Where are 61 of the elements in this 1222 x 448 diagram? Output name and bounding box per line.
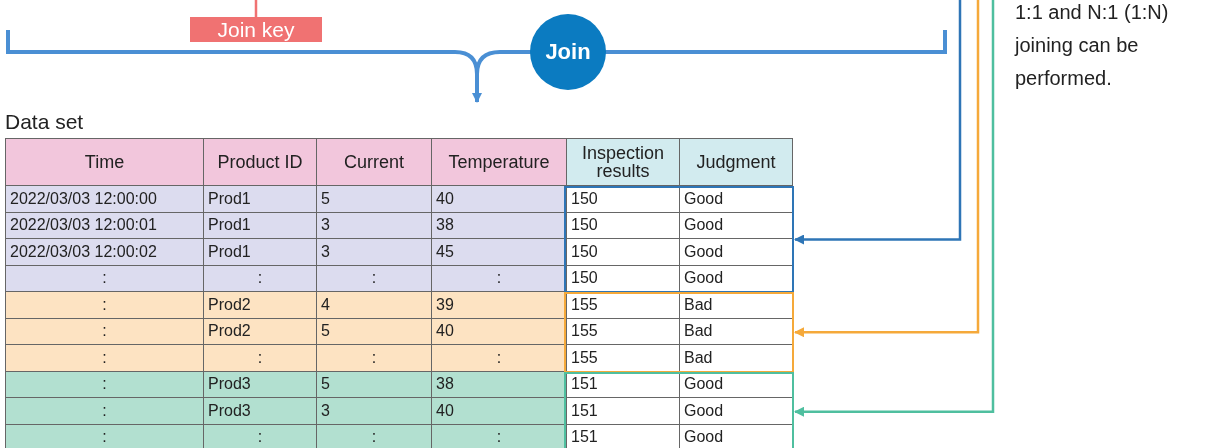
table-cell: :	[5, 424, 204, 448]
header-cell: Temperature	[431, 138, 567, 186]
key-tag: Join key	[190, 17, 322, 42]
arrow	[794, 0, 962, 245]
table-cell: Prod2	[203, 291, 317, 318]
table-cell: :	[5, 371, 204, 398]
table-cell: 3	[316, 238, 432, 265]
header-cell: Product ID	[203, 138, 317, 186]
table-cell: 38	[431, 371, 567, 398]
table-cell: 40	[431, 318, 567, 345]
table-cell: 4	[316, 291, 432, 318]
arrow	[472, 50, 530, 103]
table-cell: :	[203, 424, 317, 448]
table-cell: Good	[679, 212, 793, 239]
table-cell: 3	[316, 397, 432, 424]
table-cell: Prod3	[203, 397, 317, 424]
table-cell: 150	[566, 212, 680, 239]
table-cell: Prod1	[203, 185, 317, 212]
table-cell: Good	[679, 424, 793, 448]
table-cell: 38	[431, 212, 567, 239]
table-cell: 5	[316, 371, 432, 398]
table-cell: 150	[566, 238, 680, 265]
table-cell: :	[316, 424, 432, 448]
table-cell: Prod3	[203, 371, 317, 398]
table-cell: :	[5, 344, 204, 371]
table-cell: 2022/03/03 12:00:02	[5, 238, 204, 265]
note-text: 1:1 and N:1 (1:N) joining can be performed.	[1015, 0, 1170, 91]
highlight-frame	[564, 292, 794, 373]
table-cell: :	[5, 291, 204, 318]
table-cell: :	[316, 344, 432, 371]
table-cell: :	[316, 265, 432, 292]
table-cell: :	[5, 265, 204, 292]
header-cell: Current	[316, 138, 432, 186]
table-cell: :	[5, 318, 204, 345]
arrow	[794, 0, 995, 417]
highlight-frame	[564, 371, 794, 448]
table-cell: 155	[566, 318, 680, 345]
highlight-frame	[564, 186, 794, 293]
table-cell: 151	[566, 424, 680, 448]
header-cell: Judgment	[679, 138, 793, 186]
table-cell: :	[431, 265, 567, 292]
table-cell: 5	[316, 318, 432, 345]
join-circle: Join	[530, 14, 606, 90]
table-cell: 5	[316, 185, 432, 212]
table-cell: 2022/03/03 12:00:01	[5, 212, 204, 239]
arrow	[794, 0, 980, 338]
table-cell: Good	[679, 397, 793, 424]
table-cell: :	[203, 344, 317, 371]
table-cell: Prod2	[203, 318, 317, 345]
header-cell: Inspection results	[566, 138, 680, 186]
table-cell: 151	[566, 397, 680, 424]
table-cell: Good	[679, 238, 793, 265]
table-cell: Bad	[679, 318, 793, 345]
table-cell: :	[203, 265, 317, 292]
table-cell: Prod1	[203, 212, 317, 239]
table-cell: 3	[316, 212, 432, 239]
header-cell: Time	[5, 138, 204, 186]
table-cell: :	[5, 397, 204, 424]
table-cell: 2022/03/03 12:00:00	[5, 185, 204, 212]
table-title: Data set	[5, 110, 84, 134]
table-cell: Prod1	[203, 238, 317, 265]
